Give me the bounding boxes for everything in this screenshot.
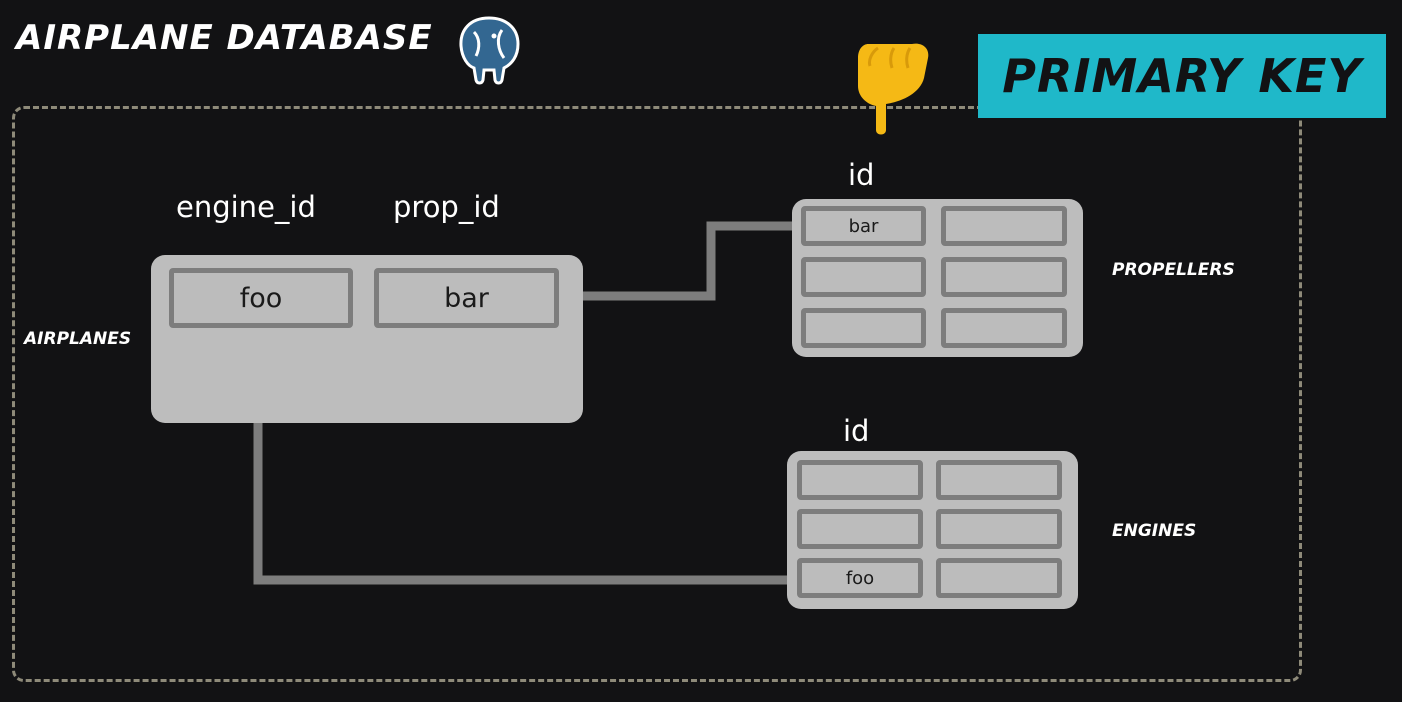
propellers-table: bar — [792, 199, 1083, 357]
propellers-label: PROPELLERS — [1112, 260, 1235, 280]
engines-cell — [936, 460, 1062, 500]
airplanes-label: AIRPLANES — [24, 329, 132, 349]
engines-table: foo — [787, 451, 1078, 609]
engines-label: ENGINES — [1112, 521, 1197, 541]
pointing-down-hand-icon — [858, 43, 929, 135]
propellers-cell — [801, 257, 926, 297]
propellers-cell — [941, 308, 1067, 348]
propellers-cell — [941, 206, 1067, 246]
engines-cell — [936, 509, 1062, 549]
engines-cell — [936, 558, 1062, 598]
database-boundary — [12, 106, 1302, 682]
propellers-cell: bar — [801, 206, 926, 246]
page-title: AIRPLANE DATABASE — [16, 18, 433, 58]
engine-id-cell: foo — [169, 268, 353, 328]
postgresql-elephant-icon — [459, 16, 520, 85]
engines-id-header: id — [843, 414, 870, 448]
engines-cell — [797, 509, 923, 549]
propellers-cell — [801, 308, 926, 348]
airplanes-table: foo bar — [151, 255, 583, 423]
propellers-cell — [941, 257, 1067, 297]
prop-id-cell: bar — [374, 268, 559, 328]
primary-key-label: PRIMARY KEY — [1002, 49, 1362, 103]
engine-id-header: engine_id — [176, 190, 316, 224]
engines-cell — [797, 460, 923, 500]
prop-id-header: prop_id — [393, 190, 500, 224]
propellers-id-header: id — [848, 158, 875, 192]
engines-cell: foo — [797, 558, 923, 598]
primary-key-banner: PRIMARY KEY — [978, 34, 1386, 118]
prop-id-link-line — [560, 221, 808, 301]
